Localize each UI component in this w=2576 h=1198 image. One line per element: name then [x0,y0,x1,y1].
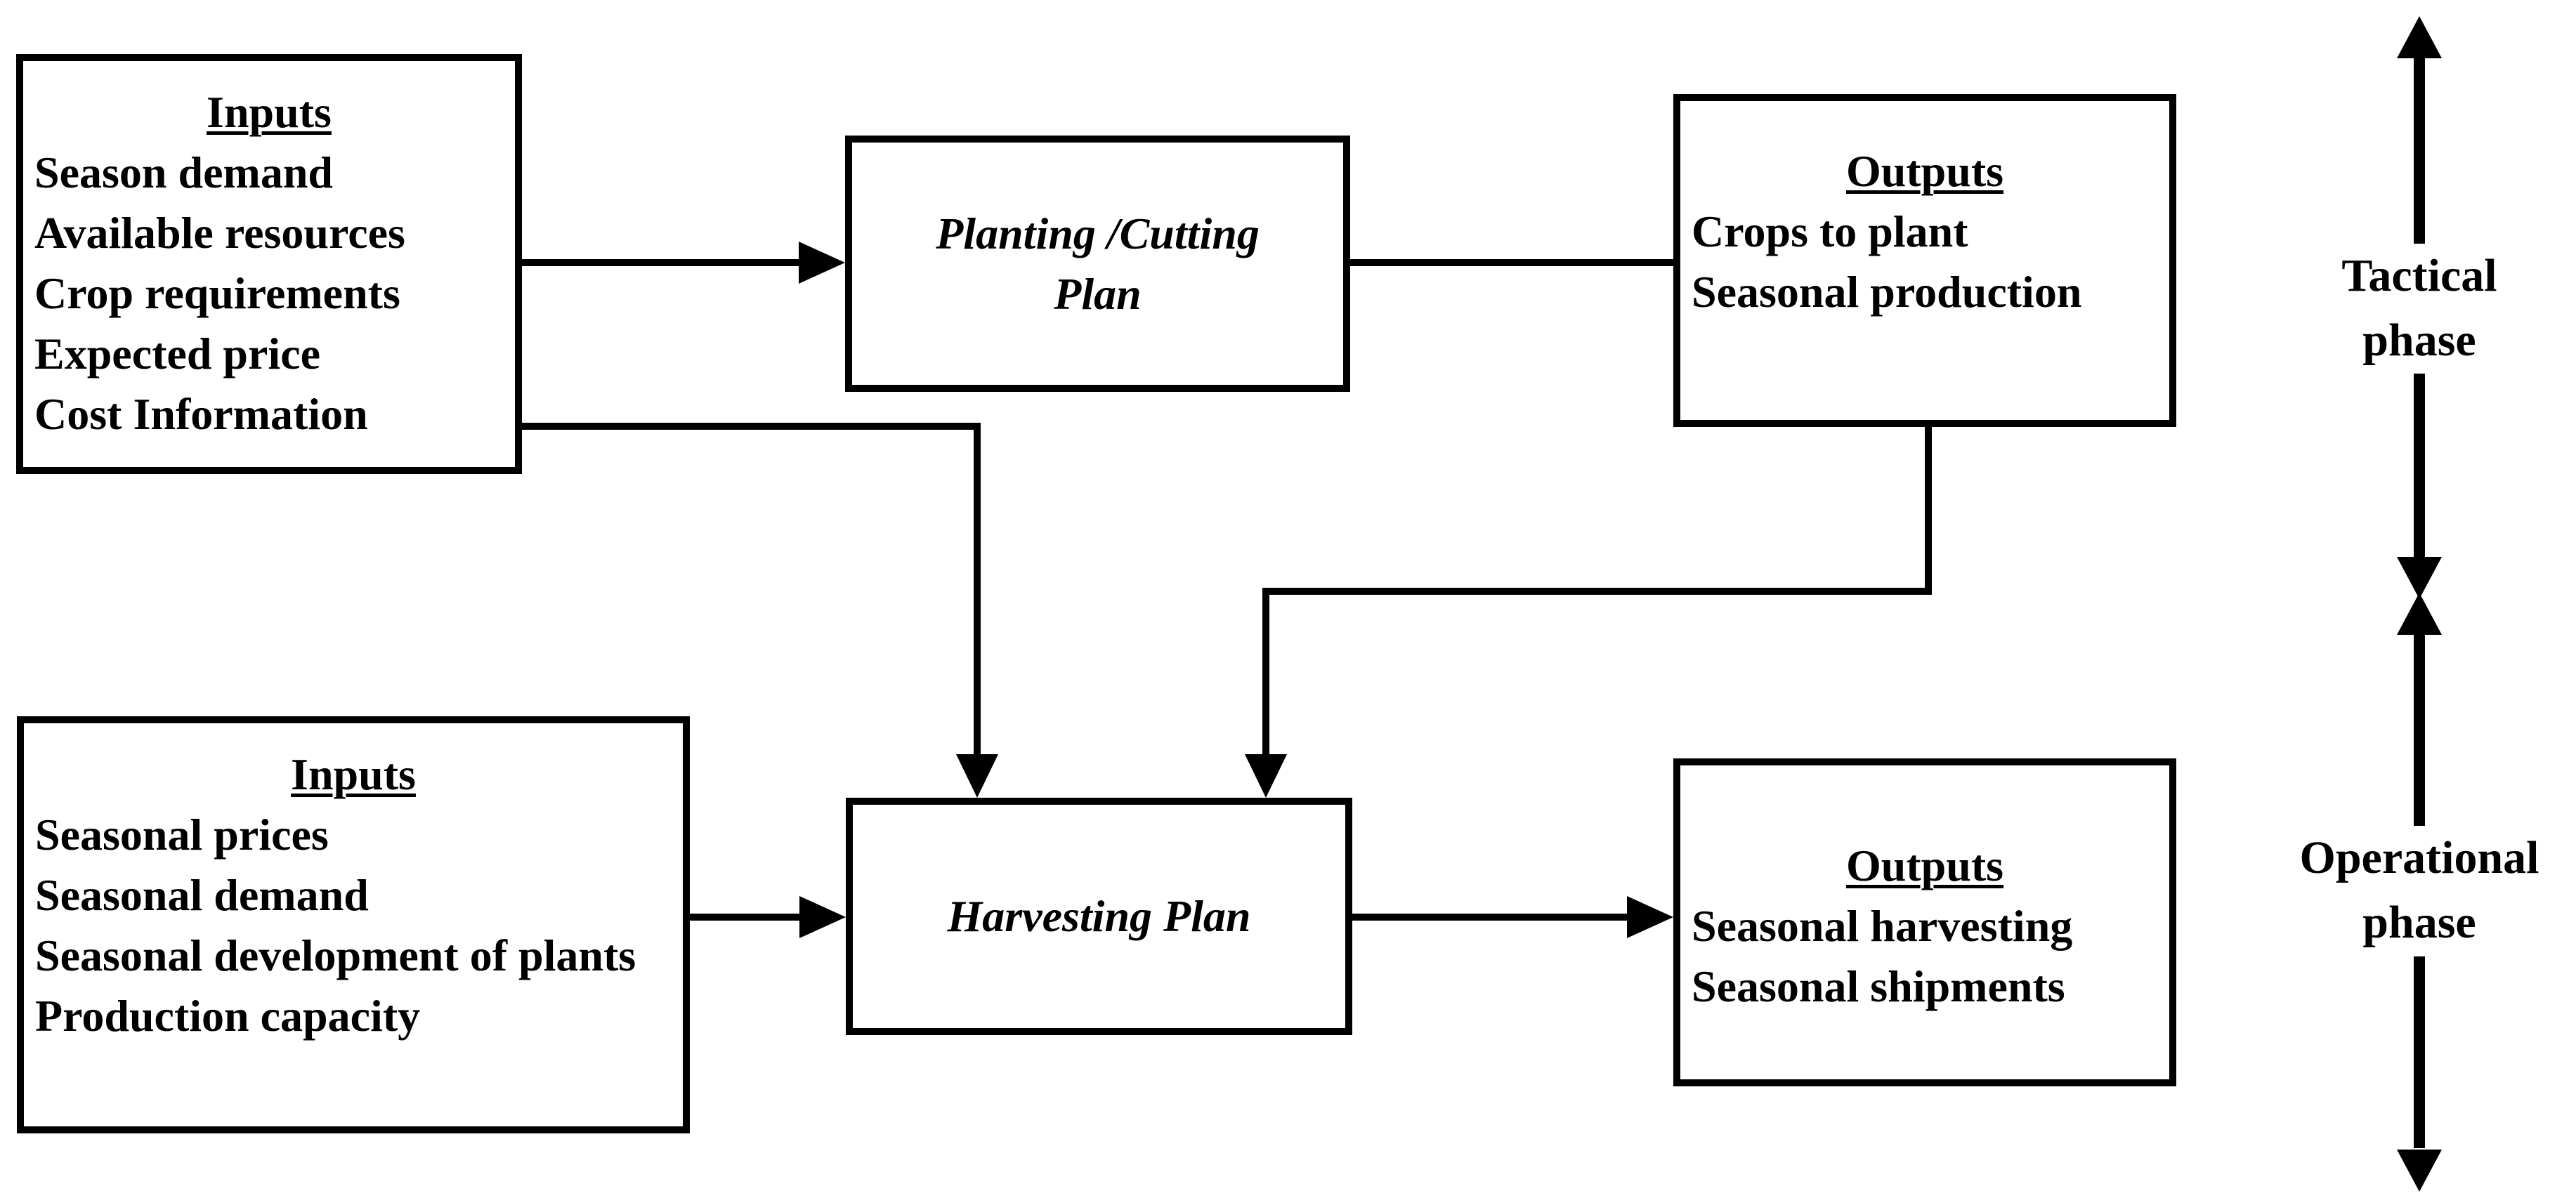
list-item: Production capacity [35,991,421,1041]
list-item: Crops to plant [1692,206,1968,256]
arrowhead-down-icon [956,754,998,798]
connector-planting-to-outputs [1350,259,1673,266]
arrowhead-up-icon [2397,16,2442,58]
outputs-operational-list: Seasonal harvesting Seasonal shipments [1680,896,2169,1017]
arrowhead-down-icon [2397,1150,2442,1192]
arrowhead-down-icon [2397,557,2442,599]
list-item: Seasonal production [1692,267,2082,317]
connector-inputs-to-harvesting-vertical [974,423,981,756]
list-item: Crop requirements [34,268,400,318]
arrowhead-up-icon [2397,593,2442,635]
inputs-operational-list: Seasonal prices Seasonal demand Seasonal… [24,805,683,1046]
inputs-tactical-heading: Inputs [207,87,332,137]
inputs-operational-box: Inputs Seasonal prices Seasonal demand S… [17,716,690,1133]
outputs-tactical-list: Crops to plant Seasonal production [1680,202,2169,322]
inputs-tactical-box: Inputs Season demand Available resources… [16,54,522,474]
outputs-operational-box: Outputs Seasonal harvesting Seasonal shi… [1673,758,2176,1086]
connector-harvesting-to-outputs [1352,914,1628,921]
connector-outputs-to-harvesting-vertical-1 [1925,427,1932,595]
arrowhead-right-icon [799,242,845,284]
arrowhead-right-icon [799,896,846,938]
list-item: Expected price [34,329,320,379]
list-item: Season demand [34,147,333,197]
tactical-phase-line2: phase [2362,315,2476,366]
harvesting-plan-label: Harvesting Plan [947,891,1251,941]
list-item: Seasonal development of plants [35,930,636,980]
list-item: Seasonal shipments [1692,961,2065,1011]
tactical-arrow-shaft-top [2414,55,2425,246]
list-item: Available resources [34,208,405,258]
arrowhead-right-icon [1627,896,1673,938]
outputs-tactical-box: Outputs Crops to plant Seasonal producti… [1673,94,2176,427]
inputs-tactical-list: Season demand Available resources Crop r… [23,143,515,445]
inputs-operational-heading: Inputs [291,749,416,799]
operational-phase-line1: Operational [2299,832,2539,883]
list-item: Seasonal demand [35,870,369,920]
connector-inputs-to-planting [522,259,800,266]
operational-arrow-shaft-bottom [2414,956,2425,1148]
list-item: Cost Information [34,389,368,439]
tactical-phase-label: Tactical phase [2209,244,2576,373]
tactical-arrow-shaft-bottom [2414,374,2425,558]
planting-cutting-plan-label-line1: Planting /Cutting [936,208,1260,258]
planting-cutting-plan-label-line2: Plan [1054,268,1142,319]
tactical-phase-line1: Tactical [2341,250,2497,301]
harvesting-plan-box: Harvesting Plan [846,798,1352,1035]
arrowhead-down-icon [1245,754,1287,798]
outputs-operational-heading: Outputs [1845,841,2004,890]
connector-outputs-to-harvesting-horizontal [1262,588,1932,595]
planting-cutting-plan-box: Planting /Cutting Plan [845,136,1350,392]
operational-phase-label: Operational phase [2209,826,2576,955]
list-item: Seasonal harvesting [1692,901,2073,951]
operational-phase-line2: phase [2362,897,2476,948]
outputs-tactical-heading: Outputs [1845,146,2004,196]
list-item: Seasonal prices [35,810,329,860]
connector-inputs-to-harvesting-horizontal [522,423,981,430]
connector-outputs-to-harvesting-vertical-2 [1262,588,1269,756]
operational-arrow-shaft-top [2414,631,2425,826]
connector-inputs-to-harvesting [690,914,801,921]
